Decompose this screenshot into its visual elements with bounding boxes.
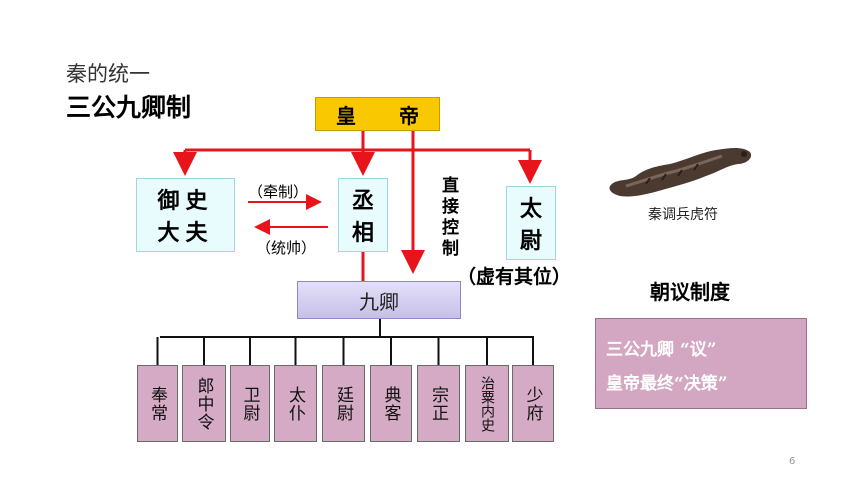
tiger-tally-image bbox=[609, 148, 752, 197]
minister-box: 治粟内史 bbox=[465, 365, 509, 442]
minister-label: 典客 bbox=[380, 385, 401, 422]
taiwei-note: （虚有其位） bbox=[457, 266, 572, 288]
minister-label: 廷尉 bbox=[333, 385, 353, 422]
court-system-line2: 皇帝最终“决策” bbox=[606, 374, 728, 394]
minister-box: 典客 bbox=[370, 365, 412, 442]
taiwei-line2: 尉 bbox=[519, 228, 542, 254]
court-system-heading: 朝议制度 bbox=[650, 280, 730, 304]
minister-label: 太仆 bbox=[285, 385, 305, 422]
minister-label: 少府 bbox=[522, 385, 543, 422]
taiwei-line1: 太 bbox=[519, 196, 542, 222]
minister-box: 卫尉 bbox=[230, 365, 270, 442]
chengxiang-box: 丞 相 bbox=[338, 178, 388, 252]
direct-control-label: 直接控制 bbox=[438, 176, 458, 260]
jiuqing-box: 九卿 bbox=[297, 281, 461, 319]
emperor-box: 皇 帝 bbox=[315, 97, 440, 131]
minister-label: 卫尉 bbox=[239, 385, 260, 422]
yushi-dafu-box: 御史 大夫 bbox=[136, 178, 235, 252]
minister-box: 太仆 bbox=[274, 365, 317, 442]
minister-box: 少府 bbox=[512, 365, 554, 442]
page-title: 三公九卿制 bbox=[66, 93, 192, 122]
page-number: 6 bbox=[789, 456, 796, 467]
lead-label: （统帅） bbox=[256, 239, 317, 257]
court-system-line1: 三公九卿 “议” bbox=[606, 340, 717, 360]
taiwei-box: 太 尉 bbox=[506, 186, 556, 260]
minister-label: 宗正 bbox=[428, 385, 448, 422]
yushi-line2: 大夫 bbox=[157, 220, 214, 246]
minister-box: 廷尉 bbox=[322, 365, 365, 442]
minister-label: 治粟内史 bbox=[479, 375, 495, 432]
minister-box: 奉常 bbox=[137, 365, 178, 442]
minister-label: 奉常 bbox=[147, 385, 167, 422]
court-system-box: 三公九卿 “议” 皇帝最终“决策” bbox=[595, 318, 807, 409]
minister-box: 宗正 bbox=[417, 365, 460, 442]
chengxiang-line1: 丞 bbox=[351, 188, 374, 214]
yushi-line1: 御史 bbox=[157, 188, 214, 214]
minister-box: 郎中令 bbox=[182, 365, 226, 442]
subtitle: 秦的统一 bbox=[66, 62, 150, 86]
chengxiang-line2: 相 bbox=[351, 220, 374, 246]
restrain-label: （牵制） bbox=[248, 183, 309, 201]
minister-label: 郎中令 bbox=[193, 376, 214, 431]
tally-caption: 秦调兵虎符 bbox=[648, 207, 718, 223]
